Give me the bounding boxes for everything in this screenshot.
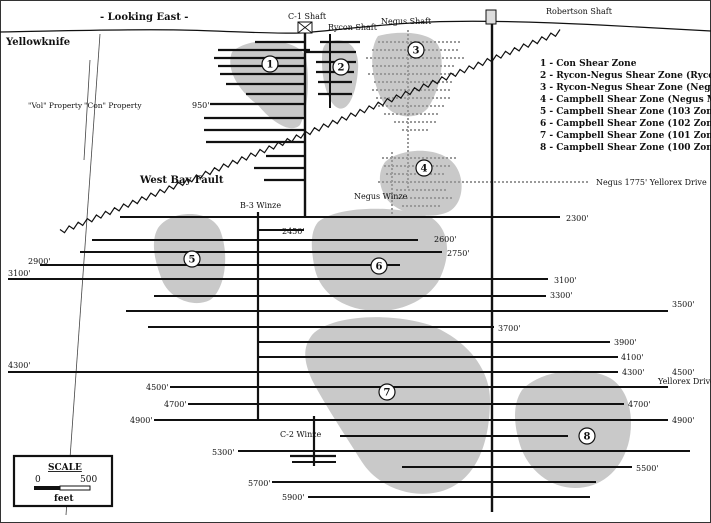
zone-marker-number: 3 xyxy=(413,46,420,57)
scale-title: SCALE xyxy=(48,463,82,473)
scale-max: 500 xyxy=(80,475,97,485)
level-label: 3100' xyxy=(554,276,577,285)
legend-item-7: 7 - Campbell Shear Zone (101 Zone) xyxy=(540,130,711,141)
level-label: 4300' xyxy=(8,361,31,370)
west-bay-fault xyxy=(59,29,561,234)
legend-item-8: 8 - Campbell Shear Zone (100 Zone) xyxy=(540,142,711,153)
level-label: 2450' xyxy=(282,227,305,236)
legend: 1 - Con Shear Zone 2 - Rycon-Negus Shear… xyxy=(540,59,711,153)
negus-dotted-workings xyxy=(366,30,588,215)
zone-marker-number: 4 xyxy=(421,164,428,175)
zone-marker-circle xyxy=(370,257,388,275)
scale-box: SCALE 0 500 feet xyxy=(12,454,114,508)
level-label: 2900' xyxy=(28,257,51,266)
negus-winze-label: Negus Winze xyxy=(354,192,408,201)
legend-item-4: 4 - Campbell Shear Zone (Negus Mine) xyxy=(540,94,711,105)
zone-8-shape xyxy=(515,370,631,488)
level-label: 3500' xyxy=(672,300,695,309)
zone-markers: 1 2 3 4 5 6 7 8 xyxy=(183,41,596,445)
level-label: 2750' xyxy=(447,249,470,258)
zone-marker-number: 2 xyxy=(338,63,345,74)
level-label: 5700' xyxy=(248,479,271,488)
level-labels: 950' 2300' 2450' 2600' 2750' 2900' 3100'… xyxy=(8,101,695,502)
town-label: Yellowknife xyxy=(5,37,70,48)
level-label: 3300' xyxy=(550,291,573,300)
rycon-shaft-label: Rycon Shaft xyxy=(328,23,378,32)
zone-7-shape xyxy=(305,317,490,494)
zone-marker-circle xyxy=(183,250,201,268)
zone-marker-number: 8 xyxy=(584,432,591,443)
level-label: 4300' xyxy=(622,368,645,377)
level-label: 4100' xyxy=(621,353,644,362)
zone-marker-circle xyxy=(578,427,596,445)
con-property-label: "Con" Property xyxy=(84,101,142,110)
level-label: 3100' xyxy=(8,269,31,278)
level-label: 5500' xyxy=(636,464,659,473)
level-label: 4700' xyxy=(628,400,651,409)
scale-min: 0 xyxy=(35,475,41,485)
zone-marker-circle xyxy=(407,41,425,59)
level-label: 2600' xyxy=(434,235,457,244)
legend-item-3: 3 - Rycon-Negus Shear Zone (Negus Mine) xyxy=(540,82,711,93)
level-label: 3900' xyxy=(614,338,637,347)
zone-marker-circle xyxy=(378,383,396,401)
level-label: 3700' xyxy=(498,324,521,333)
legend-item-6: 6 - Campbell Shear Zone (102 Zone) xyxy=(540,118,711,129)
view-title: - Looking East - xyxy=(100,12,188,23)
scale-unit: feet xyxy=(54,494,74,504)
level-label: 5300' xyxy=(212,448,235,457)
zone-marker-circle xyxy=(332,58,350,76)
c1-shaft-label: C-1 Shaft xyxy=(288,12,327,21)
b3-winze-label: B-3 Winze xyxy=(240,201,281,210)
level-label: 4500' xyxy=(146,383,169,392)
level-label: 4900' xyxy=(130,416,153,425)
shafts xyxy=(256,22,494,512)
upper-levels xyxy=(204,40,360,182)
scale-bar-black xyxy=(34,486,60,490)
west-bay-fault-label: West Bay Fault xyxy=(139,175,224,186)
level-label: 4900' xyxy=(672,416,695,425)
legend-item-1: 1 - Con Shear Zone xyxy=(540,59,637,69)
c2-winze-label: C-2 Winze xyxy=(280,430,321,439)
scale-bar-white xyxy=(59,485,91,491)
level-label: 5900' xyxy=(282,493,305,502)
zone-marker-number: 6 xyxy=(376,262,383,273)
negus-shaft-label: Negus Shaft xyxy=(381,17,432,26)
zone-marker-circle xyxy=(261,55,279,73)
robertson-shaft-label: Robertson Shaft xyxy=(546,7,613,16)
level-label: 4700' xyxy=(164,400,187,409)
zone-marker-number: 5 xyxy=(189,255,196,266)
ground-surface xyxy=(0,20,711,34)
property-boundaries xyxy=(65,33,101,516)
headframes xyxy=(297,9,497,34)
zone-marker-number: 7 xyxy=(384,388,391,399)
level-label: 950' xyxy=(192,101,209,110)
legend-item-5: 5 - Campbell Shear Zone (103 Zone) xyxy=(540,106,711,117)
vol-property-label: "Vol" Property xyxy=(28,101,83,110)
shear-zones xyxy=(153,32,631,494)
negus-yellorex-drive-label: Negus 1775' Yellorex Drive xyxy=(596,178,707,187)
level-label: 2300' xyxy=(566,214,589,223)
legend-item-2: 2 - Rycon-Negus Shear Zone (Rycon Mine) xyxy=(540,70,711,81)
zone-marker-circle xyxy=(415,159,433,177)
zone-marker-number: 1 xyxy=(267,60,274,71)
yellorex-drive-label: Yellorex Drive xyxy=(657,377,711,386)
robertson-headframe xyxy=(485,9,497,25)
zone-3-shape xyxy=(372,32,442,117)
level-label: 4500' xyxy=(672,368,695,377)
